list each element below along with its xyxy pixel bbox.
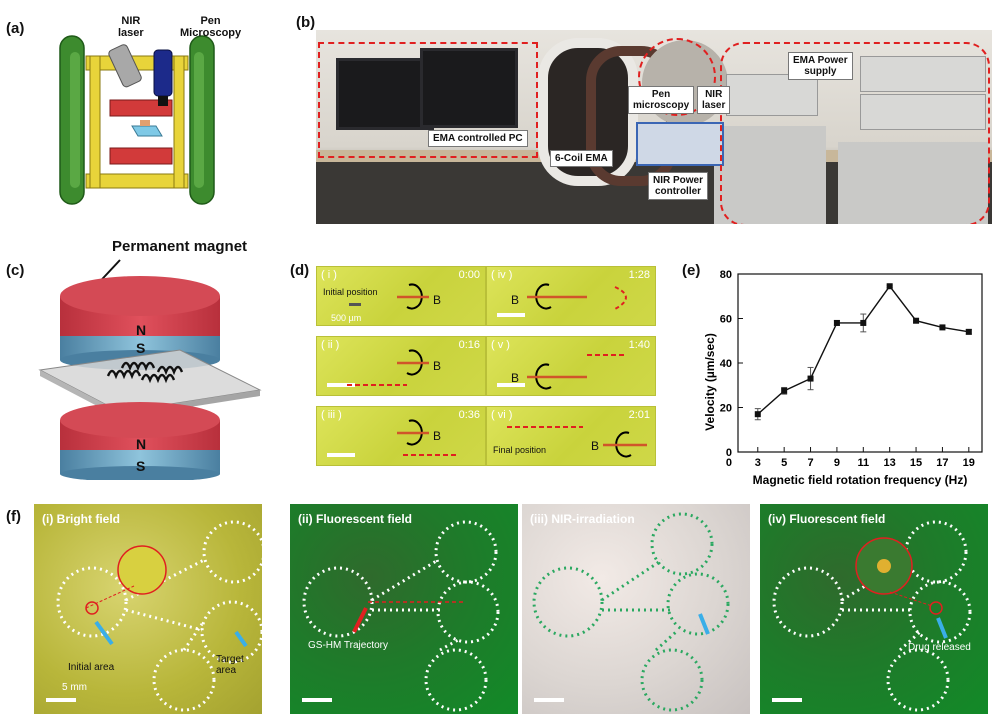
trajectory-label: GS-HM Trajectory: [308, 640, 389, 651]
magnet-schematic: [38, 259, 262, 480]
frame-iv-time: 1:28: [628, 269, 650, 281]
top-magnet-n: N: [136, 322, 147, 338]
nir-laser-label: NIR laser: [118, 15, 144, 39]
frame-iv-b: B: [511, 293, 520, 307]
frame-i: ( i ) 0:00 Initial position 500 µm B: [316, 266, 486, 326]
frame-ii-time: 0:16: [458, 339, 480, 351]
nir-power-controller-label: NIR Power controller: [648, 172, 709, 200]
data-point: [754, 411, 761, 418]
bright-field-image: (i) Bright field Initial area Target are…: [34, 504, 262, 714]
frame-v-label: ( v ): [491, 339, 510, 351]
nir-irradiation-title: (iii) NIR-irradiation: [530, 512, 635, 526]
ema-pc-label: EMA controlled PC: [428, 130, 528, 147]
pen-microscopy-label: Pen Microscopy: [180, 15, 242, 39]
initial-position-label: Initial position: [323, 287, 378, 297]
frame-vi-b: B: [591, 439, 600, 453]
target-area-label: Target area: [216, 654, 244, 676]
fluorescent-field-title-1: (ii) Fluorescent field: [298, 512, 413, 526]
y-tick-label: 80: [720, 269, 732, 281]
scale-5mm-label: 5 mm: [62, 682, 87, 693]
series-line: [757, 285, 969, 415]
panel-f-letter: (f): [6, 508, 21, 525]
panel-b-letter: (b): [296, 14, 316, 31]
x-tick-label: 15: [910, 457, 922, 469]
x-tick-label: 9: [834, 457, 840, 469]
data-point: [860, 319, 867, 326]
x-tick-label: 11: [857, 457, 869, 469]
chart-xlabel: Magnetic field rotation frequency (Hz): [753, 473, 968, 487]
fluorescent-field-image-2: (iv) Fluorescent field Drug released: [760, 504, 988, 714]
data-point: [807, 375, 814, 382]
bottom-magnet-s: S: [136, 458, 146, 474]
fluorescent-field-title-2: (iv) Fluorescent field: [768, 512, 886, 526]
frame-i-time: 0:00: [458, 269, 480, 281]
y-tick-label: 60: [720, 314, 732, 326]
y-tick-label: 20: [720, 403, 732, 415]
frame-iv-label: ( iv ): [491, 269, 513, 281]
y-tick-label: 40: [720, 358, 732, 370]
top-magnet-s: S: [136, 340, 146, 356]
x-tick-label: 3: [755, 457, 761, 469]
frame-vi-label: ( vi ): [491, 409, 513, 421]
fluorescent-field-image-1: (ii) Fluorescent field GS-HM Trajectory: [290, 504, 518, 714]
pen-microscopy-photo-label: Pen microscopy: [628, 86, 695, 114]
x-tick-label: 7: [807, 457, 813, 469]
frame-ii-label: ( ii ): [321, 339, 340, 351]
frame-iii: ( iii ) 0:36 B: [316, 406, 486, 466]
data-point: [965, 328, 972, 335]
frame-i-b: B: [433, 293, 442, 307]
frame-iii-label: ( iii ): [321, 409, 342, 421]
chart-frame: [737, 273, 983, 453]
nir-irradiation-image: (iii) NIR-irradiation: [522, 504, 750, 714]
frame-v: ( v ) 1:40 B: [486, 336, 656, 396]
permanent-magnet-title: Permanent magnet: [112, 238, 248, 255]
frame-v-time: 1:40: [628, 339, 650, 351]
panel-e-letter: (e): [682, 262, 701, 279]
x-origin-label: 0: [726, 457, 732, 469]
data-point: [833, 319, 840, 326]
ema-schematic: [59, 35, 215, 205]
data-point: [781, 387, 788, 394]
frame-vi: ( vi ) 2:01 Final position B: [486, 406, 656, 466]
drug-released-label: Drug released: [908, 642, 971, 653]
frame-iv: ( iv ) 1:28 B: [486, 266, 656, 326]
frame-i-scale-label: 500 µm: [331, 313, 362, 323]
data-point: [886, 283, 893, 290]
x-tick-label: 13: [884, 457, 896, 469]
y-tick-label: 0: [726, 447, 732, 459]
bright-field-title: (i) Bright field: [42, 512, 120, 526]
frame-v-b: B: [511, 371, 520, 385]
frame-i-label: ( i ): [321, 269, 337, 281]
x-tick-label: 5: [781, 457, 787, 469]
initial-area-label: Initial area: [68, 662, 115, 673]
ema-power-supply-label: EMA Power supply: [788, 52, 853, 80]
chart-ylabel: Velocity (µm/sec): [703, 333, 717, 431]
final-position-label: Final position: [493, 445, 547, 455]
six-coil-ema-label: 6-Coil EMA: [550, 150, 613, 167]
frame-vi-time: 2:01: [628, 409, 650, 421]
frame-iii-b: B: [433, 429, 442, 443]
frame-iii-time: 0:36: [458, 409, 480, 421]
nir-laser-photo-label: NIR laser: [697, 86, 731, 114]
velocity-chart: 0 20 40 60 80 3 5 7 9 11 13 15 17 19 0 Velocity (µm/se…: [703, 269, 983, 487]
panel-c-letter: (c): [6, 262, 25, 279]
bottom-magnet-n: N: [136, 436, 147, 452]
x-tick-label: 19: [963, 457, 975, 469]
panel-d-letter: (d): [290, 262, 310, 279]
panel-a-letter: (a): [6, 20, 25, 37]
frame-ii-b: B: [433, 359, 442, 373]
data-point: [913, 317, 920, 324]
data-point: [939, 324, 946, 331]
x-tick-label: 17: [936, 457, 948, 469]
frame-ii: ( ii ) 0:16 B: [316, 336, 486, 396]
